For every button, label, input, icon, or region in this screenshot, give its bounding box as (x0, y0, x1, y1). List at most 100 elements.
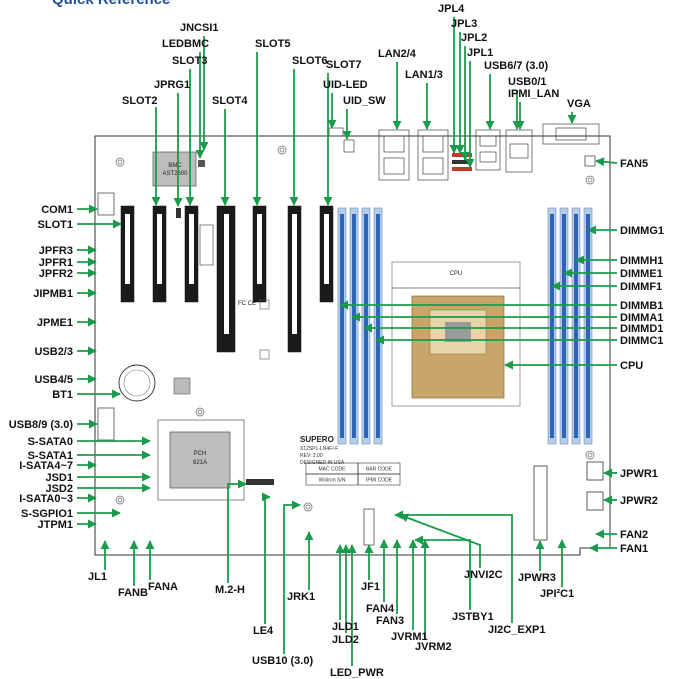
battery (118, 364, 156, 402)
jprg1-header (176, 208, 181, 218)
fan4-label: FAN4 (366, 603, 395, 615)
jnvi2c-label: JNVI2C (464, 569, 503, 581)
m2-slot (246, 479, 274, 485)
dimmb1-label: DIMMB1 (620, 300, 663, 312)
dimm-c1-core (340, 214, 344, 438)
dimm-d1-core (352, 214, 356, 438)
jpwr1-label: JPWR1 (620, 468, 658, 480)
dimm-a1-core (364, 214, 368, 438)
dimma1-label: DIMMA1 (620, 312, 663, 324)
jipmb1-label: JIPMB1 (33, 288, 73, 300)
jvrm2-label: JVRM2 (415, 641, 452, 653)
lan13-port (417, 129, 449, 181)
dimmf1-label: DIMMF1 (620, 281, 662, 293)
mounting-holes (115, 145, 595, 512)
jld2-label: JLD2 (332, 634, 359, 646)
jpme1-label: JPME1 (37, 317, 73, 329)
bt1-label: BT1 (52, 389, 73, 401)
usb10-label: USB10 (3.0) (252, 655, 313, 667)
com1-label: COM1 (41, 204, 73, 216)
svg-text:IPMI CODE: IPMI CODE (366, 478, 393, 484)
jncsi1-label: JNCSI1 (180, 22, 219, 34)
jld1-label: JLD1 (332, 621, 359, 633)
uid-sw-label: UID_SW (343, 95, 386, 107)
usb01-label: USB0/1 (508, 76, 547, 88)
fan5-header (584, 155, 596, 167)
jstby1-label: JSTBY1 (452, 611, 494, 623)
jpfr1-label: JPFR1 (39, 257, 73, 269)
slot7-label: SLOT7 (326, 59, 361, 71)
svg-text:CPU: CPU (450, 271, 463, 277)
lan24-label: LAN2/4 (378, 48, 417, 60)
usb89-label: USB8/9 (3.0) (9, 419, 74, 431)
fan5-leader (595, 157, 618, 167)
svg-text:X12SPL-LN4F/-F: X12SPL-LN4F/-F (300, 446, 338, 452)
dimm-e1-core (562, 214, 566, 438)
fana-label: FANA (148, 581, 178, 593)
jpi2c1-label: JPI²C1 (540, 588, 574, 600)
le4-leader (261, 492, 271, 624)
cpu-socket: CPU (391, 261, 521, 407)
jsd2-label: JSD2 (45, 483, 73, 495)
bmc-chip: BMC AST2600 (152, 151, 197, 187)
svg-text:Wistron S/N: Wistron S/N (319, 478, 346, 484)
usb45-label: USB4/5 (34, 374, 73, 386)
usb67-label: USB6/7 (3.0) (484, 60, 549, 72)
jpwr2-connector (586, 491, 604, 511)
svg-text:REV: 2.00: REV: 2.00 (300, 453, 323, 459)
jsd1-label: JSD1 (45, 472, 73, 484)
board-outline (94, 135, 611, 556)
jl1-label: JL1 (88, 571, 107, 583)
jpwr3-label: JPWR3 (518, 572, 556, 584)
jtpm1-label: JTPM1 (38, 519, 73, 531)
jpl1-label: JPL1 (467, 47, 493, 59)
dimmh1-label: DIMMH1 (620, 255, 663, 267)
jrk1-label: JRK1 (287, 591, 315, 603)
com1-header (97, 192, 115, 216)
lan13-label: LAN1/3 (405, 69, 443, 81)
board-info: SUPERO X12SPL-LN4F/-F REV: 2.00 DESIGNED… (300, 435, 401, 486)
jf1-header (363, 508, 375, 546)
dimmg1-label: DIMMG1 (620, 225, 664, 237)
led-pwr-label: LED_PWR (330, 667, 384, 679)
m2h-leader (227, 479, 247, 583)
lan24-port (378, 129, 410, 181)
svg-text:MAC CODE: MAC CODE (319, 467, 347, 473)
isata47-label: I-SATA4~7 (19, 460, 73, 472)
vga-label: VGA (567, 98, 591, 110)
jpl-jumpers (452, 153, 472, 171)
fan1-label: FAN1 (620, 543, 648, 555)
ji2c-exp1-leader (394, 510, 513, 623)
cpu-label: CPU (620, 360, 643, 372)
dimme1-label: DIMME1 (620, 268, 663, 280)
ji2c-exp1-label: JI2C_EXP1 (488, 624, 545, 636)
slot6-label: SLOT6 (292, 55, 327, 67)
usb10-leader (283, 500, 301, 654)
jpwr1-connector (586, 461, 604, 481)
small-chip (173, 377, 191, 395)
slot3-label: SLOT3 (172, 55, 207, 67)
leader-lines (77, 17, 618, 666)
dimmd1-label: DIMMD1 (620, 323, 663, 335)
callout-labels: JNCSI1LEDBMCSLOT3SLOT5SLOT6SLOT7JPRG1SLO… (9, 3, 664, 679)
isata03-label: I-SATA0~3 (19, 493, 73, 505)
dimm-f1-core (550, 214, 554, 438)
slot1-label: SLOT1 (38, 219, 73, 231)
jpwr2-label: JPWR2 (620, 495, 658, 507)
fan5-label: FAN5 (620, 158, 648, 170)
jpl2-label: JPL2 (461, 32, 487, 44)
dimm-h1-core (574, 214, 578, 438)
jf1-label: JF1 (361, 581, 380, 593)
ipmi-lan-port (505, 129, 533, 173)
jpfr3-label: JPFR3 (39, 245, 73, 257)
jstby1-leader (414, 535, 471, 610)
uid-led-label: UID-LED (323, 79, 368, 91)
svg-text:SUPERO: SUPERO (300, 435, 334, 444)
fan2-label: FAN2 (620, 529, 648, 541)
svg-text:AST2600: AST2600 (162, 171, 188, 177)
svg-text:621A: 621A (193, 460, 207, 466)
usb23-label: USB2/3 (34, 346, 73, 358)
cert-marks: FC CE (238, 301, 256, 307)
vga-port (542, 123, 600, 145)
usb89-header (97, 407, 115, 441)
